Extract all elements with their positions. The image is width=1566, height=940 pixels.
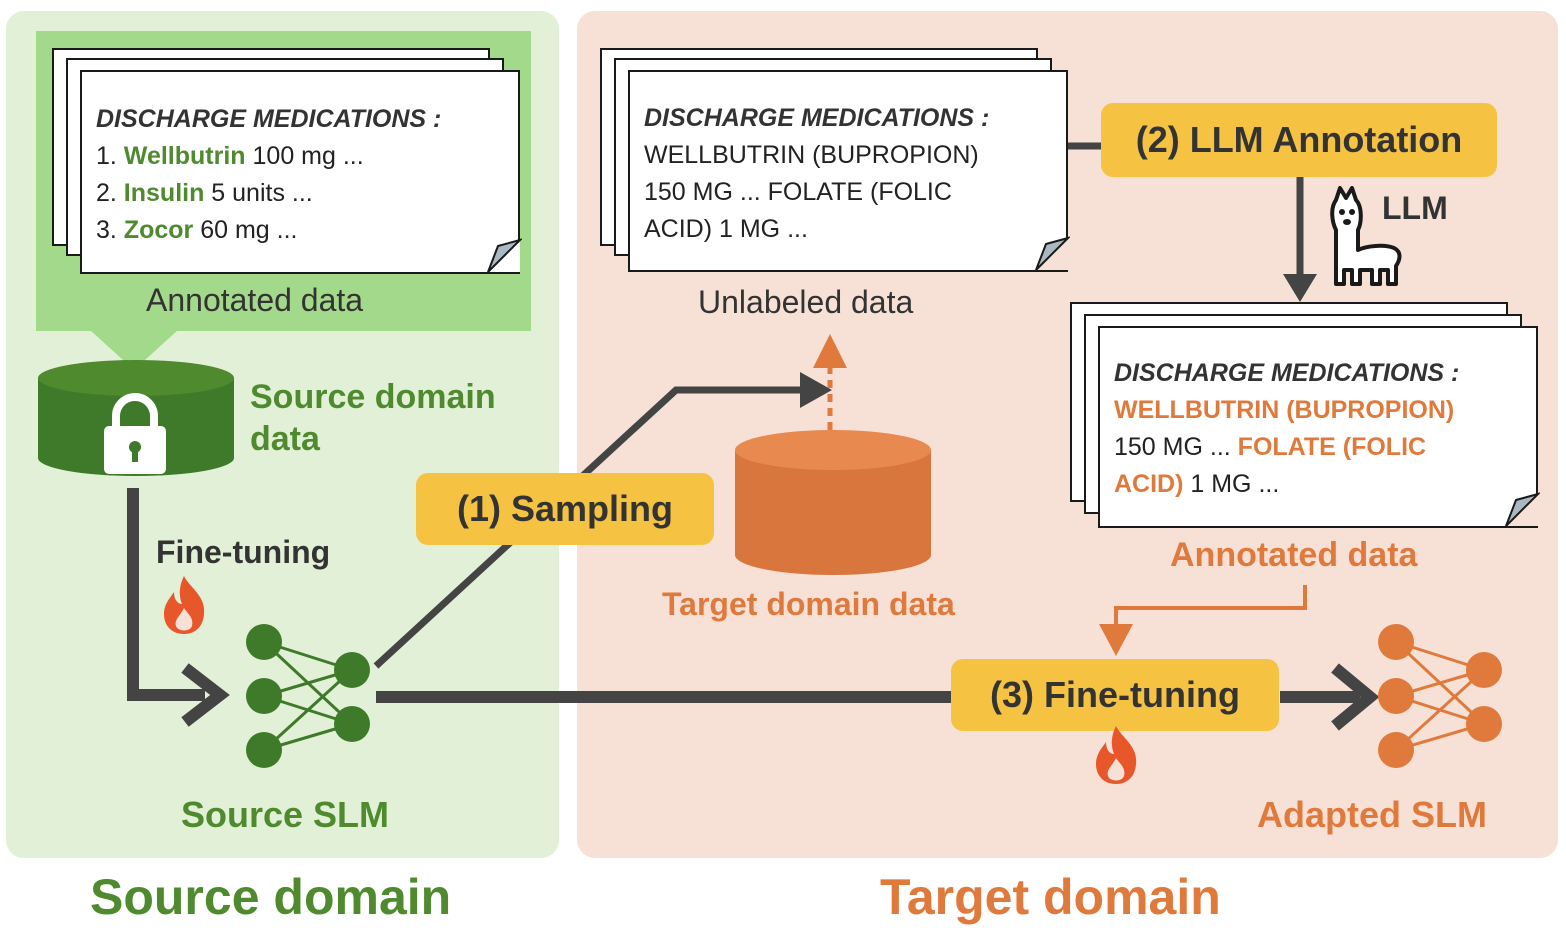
source-db-label-2: data (250, 420, 320, 458)
unlabeled-doc-text: DISCHARGE MEDICATIONS : WELLBUTRIN (BUPR… (644, 100, 989, 248)
source-doc-front (80, 70, 520, 274)
target-annotated-label: Annotated data (1170, 536, 1418, 574)
flame-icon (1096, 726, 1137, 784)
neural-network-icon (246, 624, 370, 768)
llm-label: LLM (1382, 190, 1448, 226)
source-doc-line-1: 1. Wellbutrin 100 mg ... (96, 142, 364, 170)
target-domain-label: Target domain (880, 869, 1221, 925)
source-db-label-1: Source domain (250, 378, 496, 416)
annotated-doc-text: DISCHARGE MEDICATIONS : WELLBUTRIN (BUPR… (1114, 355, 1459, 503)
llama-icon (1330, 186, 1402, 286)
sampling-arrow (373, 386, 805, 669)
unlabeled-doc-line-1: WELLBUTRIN (BUPROPION) (644, 141, 979, 169)
source-annotated-label: Annotated data (146, 282, 364, 318)
unlabeled-doc-front (628, 70, 1068, 272)
finetune-arrow (127, 488, 205, 701)
annotated-doc-line-2: 150 MG ... FOLATE (FOLIC (1114, 433, 1427, 461)
annotated-doc-fold (1504, 492, 1540, 527)
unlabeled-label: Unlabeled data (698, 284, 914, 320)
source-model-label: Source SLM (181, 794, 390, 835)
source-doc-fold (486, 238, 522, 273)
annotated-doc-title: DISCHARGE MEDICATIONS : (1114, 359, 1460, 387)
source-doc-line-2: 2. Insulin 5 units ... (96, 179, 313, 207)
unlabeled-doc-line-3: ACID) 1 MG ... (644, 215, 808, 243)
source-doc-title: DISCHARGE MEDICATIONS : (96, 105, 442, 133)
step1-sampling: (1) Sampling (416, 473, 714, 545)
lock-icon (104, 393, 166, 474)
unlabeled-doc-fold (1034, 236, 1070, 271)
source-doc-text: DISCHARGE MEDICATIONS : 1. Wellbutrin 10… (96, 101, 441, 249)
unlabeled-doc-line-2: 150 MG ... FOLATE (FOLIC (644, 178, 952, 206)
annotated-doc-front (1098, 326, 1538, 528)
flame-icon (164, 576, 205, 634)
source-finetune-label: Fine-tuning (156, 534, 331, 570)
target-db-label: Target domain data (662, 586, 955, 622)
neural-network-icon (1378, 624, 1502, 768)
step2-llm-annotation: (2) LLM Annotation (1101, 103, 1497, 177)
annotated-doc-line-3: ACID) 1 MG ... (1114, 470, 1280, 498)
target-database (735, 430, 931, 575)
annotated-to-finetune (1114, 585, 1307, 628)
source-doc-line-3: 3. Zocor 60 mg ... (96, 216, 298, 244)
unlabeled-doc-title: DISCHARGE MEDICATIONS : (644, 104, 990, 132)
step3-finetuning: (3) Fine-tuning (951, 659, 1279, 731)
annotated-doc-line-1: WELLBUTRIN (BUPROPION) (1114, 396, 1455, 424)
adapted-model-label: Adapted SLM (1257, 794, 1487, 835)
source-domain-label: Source domain (90, 869, 452, 925)
